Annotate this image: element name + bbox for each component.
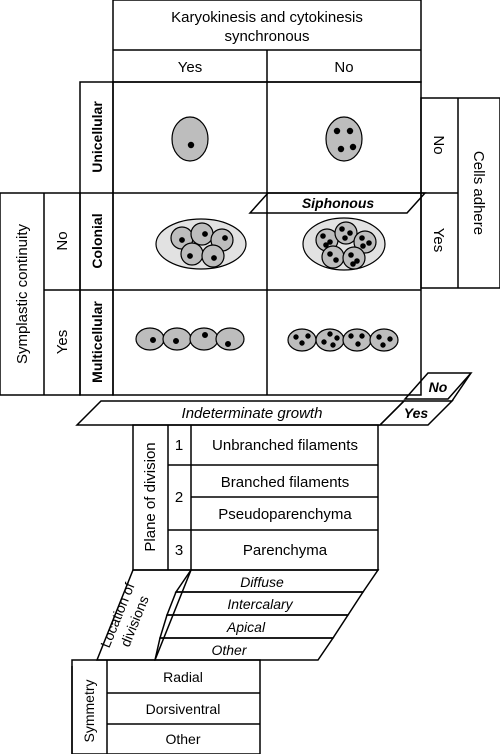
- nucleus: [342, 235, 348, 241]
- nucleus: [360, 243, 366, 249]
- symplastic-no-label: No: [54, 231, 71, 250]
- nucleus: [327, 251, 333, 257]
- siphonous-label: Siphonous: [302, 195, 375, 211]
- branched-filaments-label: Branched filaments: [221, 474, 349, 491]
- nucleus: [354, 258, 360, 264]
- growth-no-label: No: [429, 379, 448, 395]
- nucleus: [320, 233, 326, 239]
- unicellular-sync-cell: [171, 116, 209, 162]
- nucleus: [333, 127, 341, 135]
- nucleus: [187, 253, 193, 259]
- row-label-colonial: Colonial: [89, 213, 105, 268]
- intercalary-label: Intercalary: [227, 596, 293, 612]
- symmetry-other-label: Other: [165, 731, 200, 747]
- cells-adhere-label: Cells adhere: [470, 151, 487, 235]
- row-label-unicellular: Unicellular: [89, 101, 105, 173]
- nucleus: [211, 255, 217, 261]
- symmetry-label: Symmetry: [81, 680, 97, 743]
- header-title-line2: synchronous: [224, 28, 309, 45]
- nucleus: [202, 231, 208, 237]
- nucleus: [179, 237, 185, 243]
- nucleus: [337, 145, 345, 153]
- nucleus: [349, 143, 357, 151]
- growth-yes-box: [378, 400, 454, 426]
- colony-cell: [353, 230, 377, 254]
- column-no-label: No: [334, 59, 353, 76]
- nucleus: [333, 257, 339, 263]
- plane-of-division-label: Plane of division: [142, 442, 159, 551]
- nucleus: [187, 141, 195, 149]
- column-yes-label: Yes: [178, 59, 202, 76]
- location-other-box: [154, 637, 335, 661]
- nucleus: [359, 235, 365, 241]
- unicellular-async-cell: [325, 116, 363, 162]
- row-label-multicellular: Multicellular: [89, 301, 105, 383]
- radial-label: Radial: [163, 669, 203, 685]
- symplastic-continuity-label: Symplastic continuity: [14, 223, 31, 364]
- multicellular-async-filament: [287, 328, 399, 352]
- plane-number-3: 3: [175, 542, 183, 559]
- cells-adhere-no-label: No: [430, 135, 447, 154]
- parenchyma-label: Parenchyma: [243, 542, 328, 559]
- nucleus: [350, 261, 356, 267]
- header-title-line1: Karyokinesis and cytokinesis: [171, 9, 363, 26]
- dorsiventral-label: Dorsiventral: [146, 701, 221, 717]
- cells-adhere-yes-label: Yes: [430, 228, 447, 252]
- nucleus: [347, 230, 353, 236]
- nucleus: [348, 252, 354, 258]
- multicellular-sync-filament: [135, 327, 245, 351]
- colony-cell: [190, 222, 214, 246]
- nucleus: [339, 226, 345, 232]
- growth-no-box: [403, 372, 473, 400]
- nucleus: [327, 239, 333, 245]
- apical-label: Apical: [226, 619, 266, 635]
- plane-number-1: 1: [175, 437, 183, 454]
- siphonous-box: [248, 192, 427, 214]
- nucleus: [346, 127, 354, 135]
- nucleus: [366, 240, 372, 246]
- plane-number-2: 2: [175, 489, 183, 506]
- symplastic-box: [0, 192, 81, 396]
- nucleus: [323, 242, 329, 248]
- indeterminate-growth-label: Indeterminate growth: [182, 405, 323, 422]
- colony-cell: [342, 246, 366, 270]
- pseudoparenchyma-label: Pseudoparenchyma: [218, 506, 352, 523]
- nucleus: [222, 235, 228, 241]
- symplastic-yes-label: Yes: [54, 330, 71, 354]
- location-other-label: Other: [211, 642, 247, 658]
- diffuse-label: Diffuse: [240, 574, 284, 590]
- growth-yes-label: Yes: [404, 405, 429, 421]
- colony-cell: [321, 245, 345, 269]
- unbranched-filaments-label: Unbranched filaments: [212, 437, 358, 454]
